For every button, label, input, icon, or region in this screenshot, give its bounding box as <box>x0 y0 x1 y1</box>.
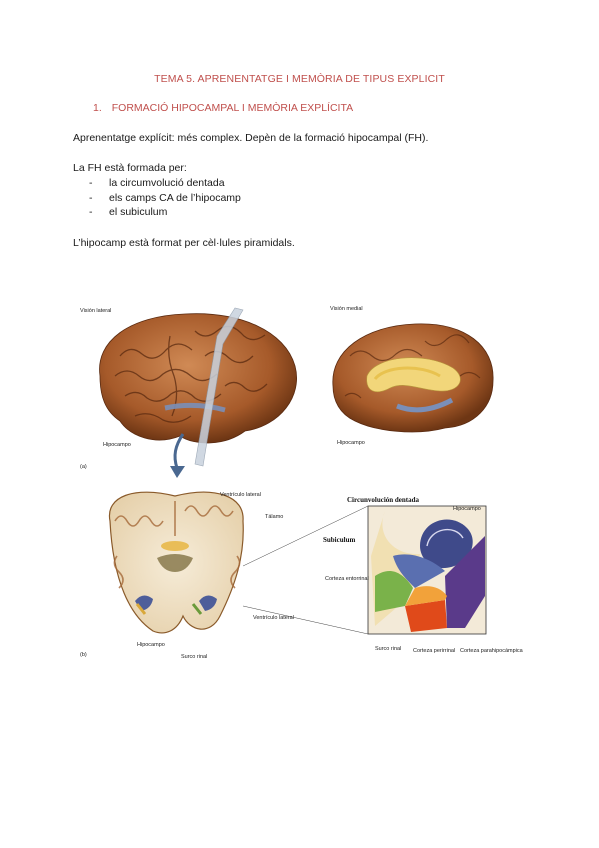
label-vision-medial: Visión medial <box>330 306 363 312</box>
paragraph-fh-intro: La FH està formada per: <box>73 162 187 174</box>
label-corteza-parahipocampica: Corteza parahipocámpica <box>460 648 524 654</box>
label-hipocampo-medial: Hipocampo <box>337 440 365 446</box>
label-panel-b: (b) <box>80 652 87 658</box>
section-title: FORMACIÓ HIPOCAMPAL I MEMÒRIA EXPLÍCITA <box>111 102 354 114</box>
label-hipocampo-slice: Hipocampo <box>137 642 165 648</box>
label-surco-rinal-right: Surco rinal <box>375 646 401 652</box>
label-talamo: Tálamo <box>265 514 283 520</box>
paragraph-explicit-learning: Aprenentatge explícit: més complex. Depè… <box>73 132 429 144</box>
label-vision-lateral: Visión lateral <box>80 308 111 314</box>
page-title: TEMA 5. APRENENTATGE I MEMÒRIA DE TIPUS … <box>154 73 445 85</box>
label-corteza-perirrinal: Corteza perirrinal <box>413 648 455 654</box>
label-circunvolucion-dentada: Circunvolución dentada <box>347 496 420 504</box>
list-item: -el subiculum <box>89 206 168 218</box>
list-item: -els camps CA de l’hipocamp <box>89 191 241 204</box>
coronal-slice-illustration <box>108 491 244 634</box>
paragraph-hippocampus-cells: L’hipocamp està format per cèl·lules pir… <box>73 237 295 249</box>
label-hipocampo-lateral: Hipocampo <box>103 442 131 448</box>
label-subiculum: Subiculum <box>323 536 355 544</box>
label-corteza-entorrinal: Corteza entorrinal <box>325 576 369 582</box>
medial-brain-illustration <box>332 323 494 433</box>
hippocampus-detail-illustration <box>242 505 487 635</box>
lateral-brain-illustration <box>99 307 297 478</box>
label-ventriculo-lateral-top: Ventrículo lateral <box>220 492 261 498</box>
label-ventriculo-lateral-bottom: Ventrículo lateral <box>253 615 294 621</box>
label-hipocampo-detail: Hipocampo <box>453 506 481 512</box>
section-heading: 1. FORMACIÓ HIPOCAMPAL I MEMÒRIA EXPLÍCIT… <box>93 102 353 114</box>
hippocampal-formation-figure: Visión lateral Hipocampo (a) Visión medi… <box>80 306 524 660</box>
list-item: -la circumvolució dentada <box>89 177 225 189</box>
label-surco-rinal-left: Surco rinal <box>181 654 207 660</box>
fh-components-list: -la circumvolució dentada -els camps CA … <box>89 177 241 221</box>
section-number: 1. <box>93 102 102 114</box>
label-panel-a: (a) <box>80 464 87 470</box>
